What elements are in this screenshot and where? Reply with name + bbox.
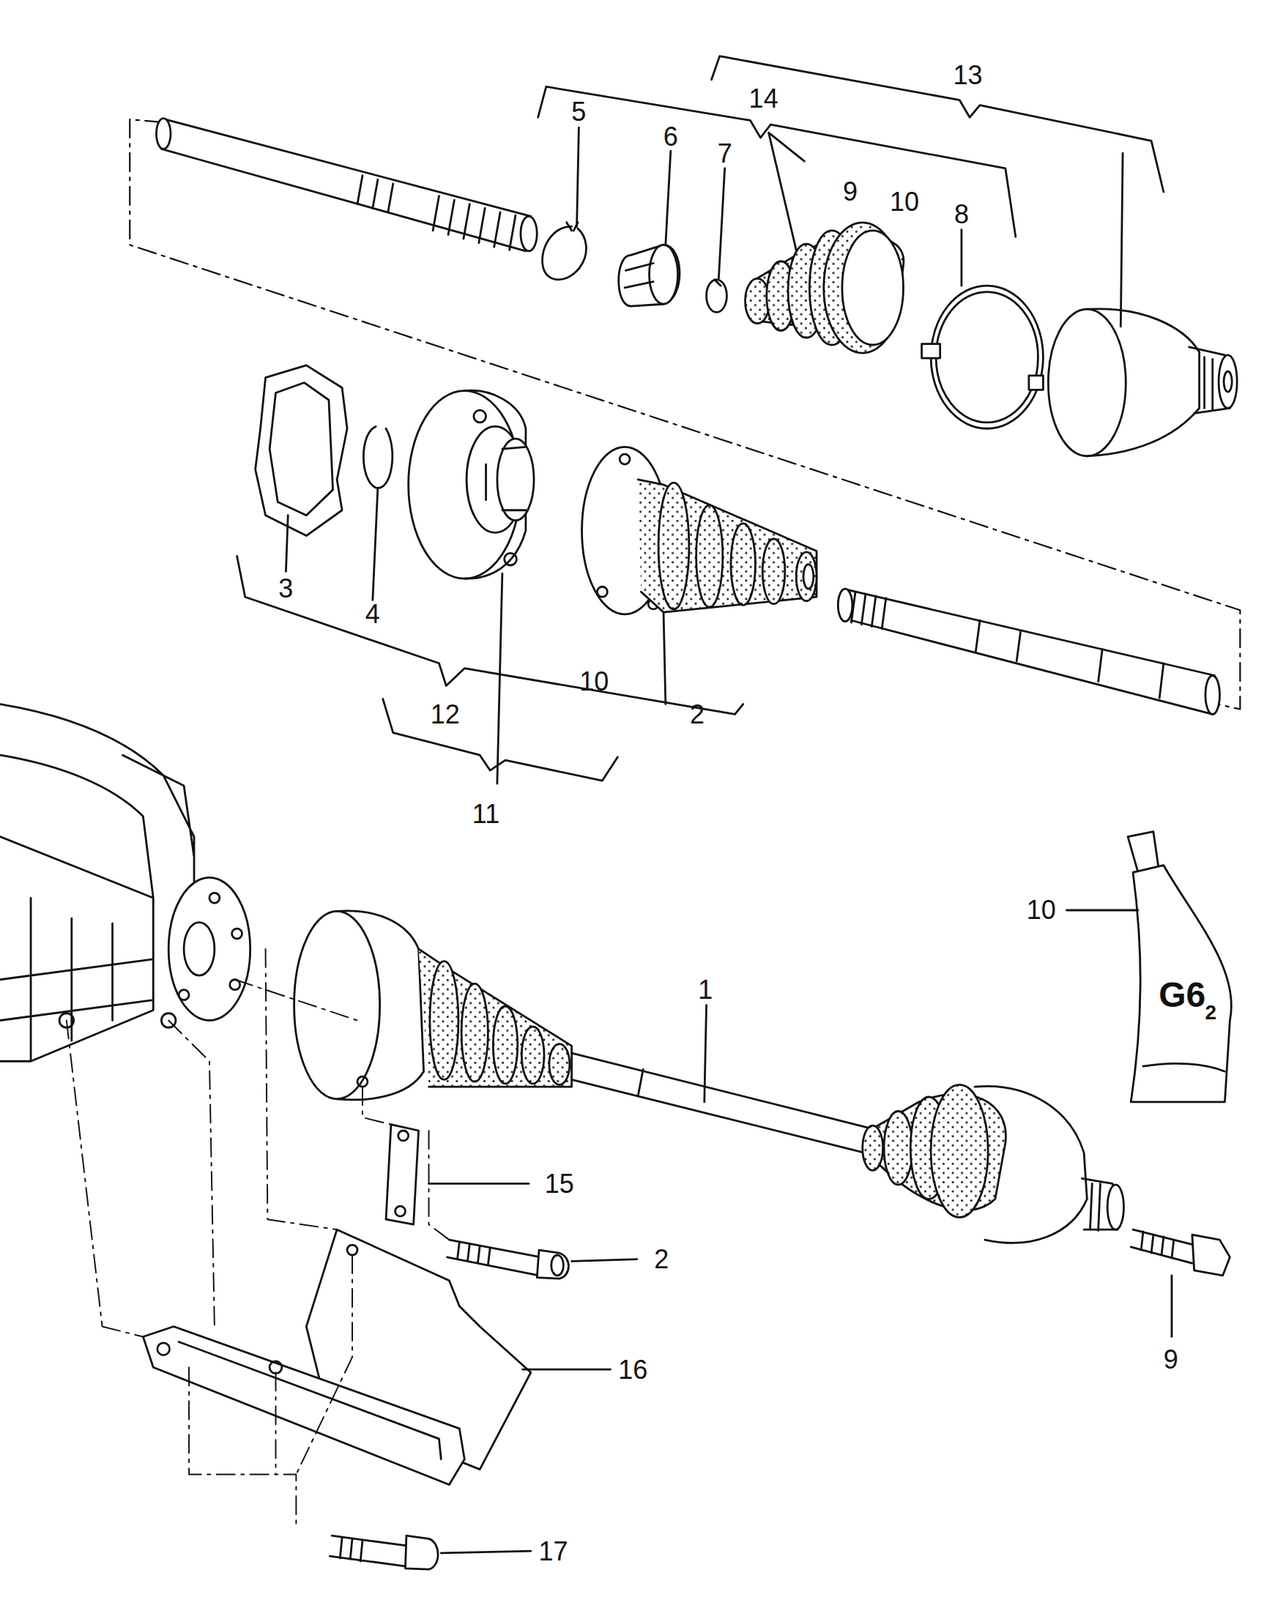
callout-number: 9 xyxy=(1161,1345,1181,1375)
callout-number: 6 xyxy=(661,122,681,152)
callout-number: 7 xyxy=(715,139,735,169)
callout-number: 5 xyxy=(569,97,589,127)
callout-number: 2 xyxy=(651,1244,671,1275)
callout-number: 8 xyxy=(952,199,972,230)
callout-number: 10 xyxy=(577,667,611,697)
grease-label: G6 xyxy=(1156,976,1208,1015)
callout-number: 12 xyxy=(428,700,463,730)
callout-number: 16 xyxy=(615,1355,650,1385)
callout-number: 1 xyxy=(695,975,715,1005)
callout-number: 11 xyxy=(470,799,502,830)
grease-label: 2 xyxy=(1202,1001,1219,1025)
callout-number: 15 xyxy=(542,1169,577,1199)
callout-number: 13 xyxy=(950,60,985,91)
callout-number: 9 xyxy=(840,177,860,207)
callout-number: 14 xyxy=(746,84,781,114)
callout-number: 3 xyxy=(276,574,296,604)
callout-number: 4 xyxy=(363,599,383,630)
callout-number: 10 xyxy=(887,187,922,217)
callout-number: 10 xyxy=(1024,895,1059,925)
callout-number: 2 xyxy=(687,700,707,730)
callout-number: 17 xyxy=(536,1537,570,1567)
